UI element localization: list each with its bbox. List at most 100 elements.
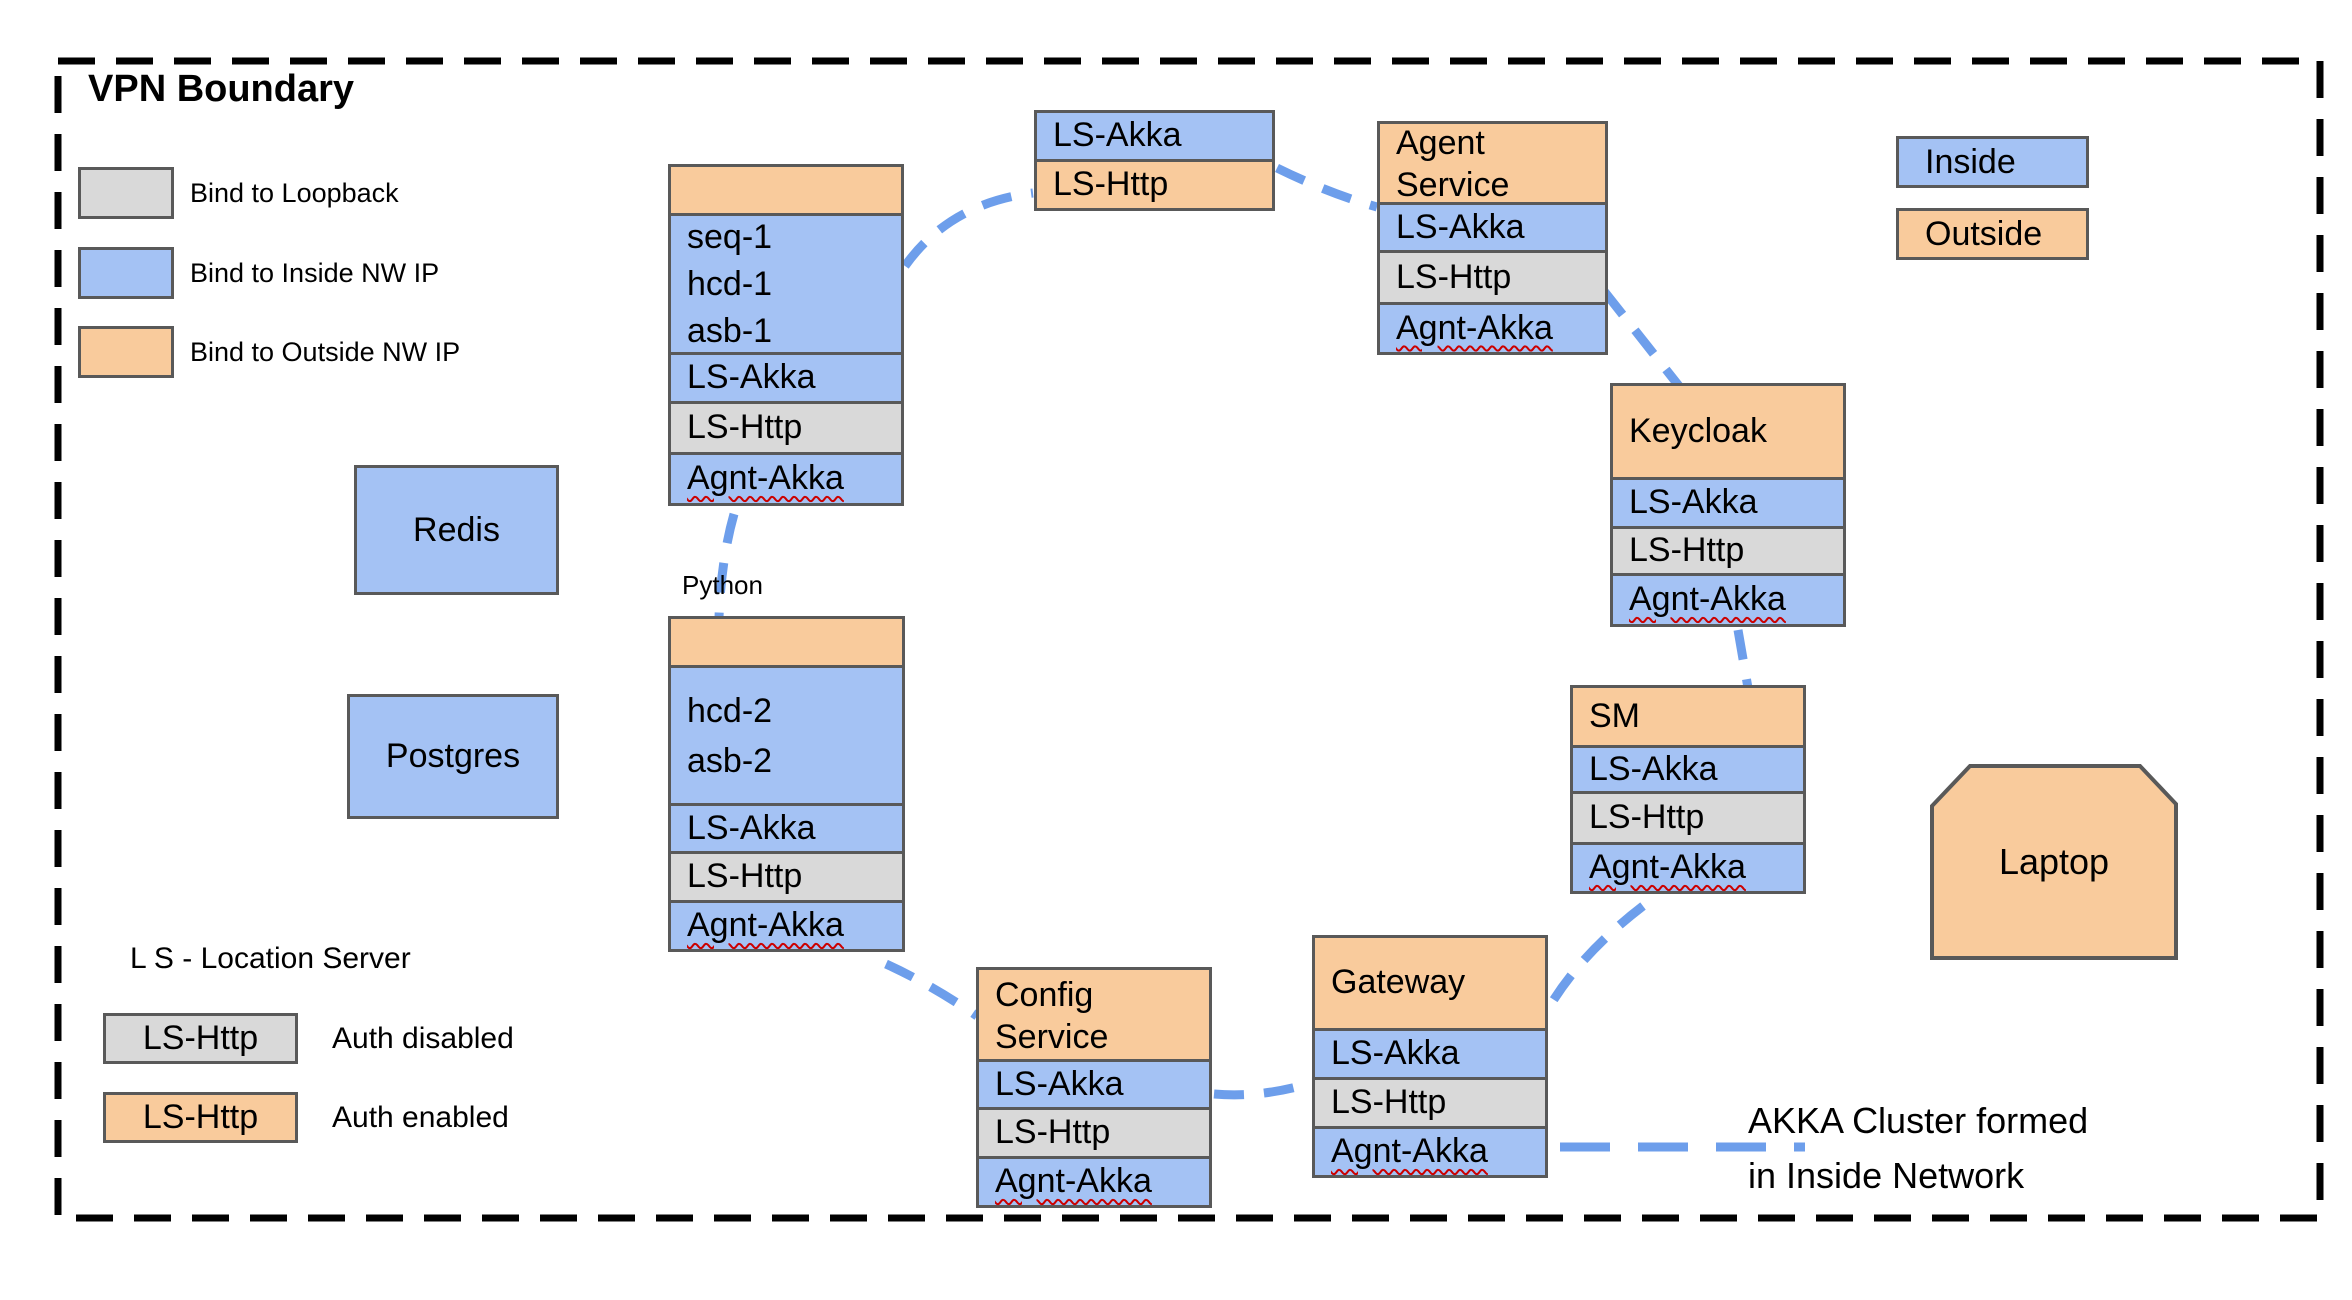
process-label: seq-1 xyxy=(687,217,773,256)
node-config-service-header: Config Service xyxy=(976,967,1212,1062)
agent-row-agnt-akka: Agnt-Akka xyxy=(1377,302,1608,355)
pair-row-ls-akka: LS-Akka xyxy=(1034,110,1275,162)
legend-loopback-swatch xyxy=(78,167,174,219)
connector-node2-config xyxy=(884,959,980,1020)
diagram-title: VPN Boundary xyxy=(88,68,355,110)
keycloak-row-ls-http: LS-Http xyxy=(1610,526,1846,576)
process-label: asb-2 xyxy=(687,741,773,780)
node-title: Service xyxy=(1396,166,1510,204)
node-config-service-stack: Config Service LS-Akka LS-Http Agnt-Akka xyxy=(976,967,1212,1208)
row-label: LS-Akka xyxy=(1629,483,1758,522)
legend-outside-label: Bind to Outside NW IP xyxy=(190,336,461,367)
row-label: LS-Akka xyxy=(1053,116,1182,155)
node-laptop-label: Laptop xyxy=(1999,841,2109,882)
node-redis: Redis xyxy=(354,465,559,595)
node-sm-stack: SM LS-Akka LS-Http Agnt-Akka xyxy=(1570,685,1806,894)
process-label: hcd-1 xyxy=(687,264,773,303)
node-sm-header: SM xyxy=(1570,685,1806,748)
row-label: Agnt-Akka xyxy=(995,1162,1152,1201)
legend-inside-label: Bind to Inside NW IP xyxy=(190,257,440,288)
row-label: Agnt-Akka xyxy=(1629,580,1786,619)
config-row-agnt-akka: Agnt-Akka xyxy=(976,1156,1212,1208)
node-python-body: hcd-2 asb-2 xyxy=(668,665,905,806)
row-label: LS-Http xyxy=(142,1098,259,1136)
gateway-row-agnt-akka: Agnt-Akka xyxy=(1312,1126,1548,1178)
node-title: Gateway xyxy=(1331,963,1466,1002)
gateway-row-ls-http: LS-Http xyxy=(1312,1077,1548,1129)
node-seq1-outside-header xyxy=(668,164,904,216)
agent-row-ls-http: LS-Http xyxy=(1377,250,1608,305)
node-redis-label: Redis xyxy=(413,510,500,549)
node-keycloak-header: Keycloak xyxy=(1610,383,1846,480)
config-row-ls-akka: LS-Akka xyxy=(976,1059,1212,1110)
connector-agent-keycloak xyxy=(1600,288,1683,389)
pair-row-ls-http: LS-Http xyxy=(1034,159,1275,211)
row-label: LS-Http xyxy=(1629,531,1745,570)
ls-legend-disabled-label: Auth disabled xyxy=(332,1021,514,1055)
node-gateway-header: Gateway xyxy=(1312,935,1548,1031)
node-agent-service-stack: Agent Service LS-Akka LS-Http Agnt-Akka xyxy=(1377,121,1608,355)
process-label: hcd-2 xyxy=(687,691,773,730)
node-seq1-body: seq-1 hcd-1 asb-1 xyxy=(668,213,904,355)
node-seq1-row-ls-akka: LS-Akka xyxy=(668,352,904,404)
node-python-row-agnt-akka: Agnt-Akka xyxy=(668,900,905,952)
process-label: asb-1 xyxy=(687,311,773,350)
ls-legend-disabled-box: LS-Http xyxy=(103,1013,298,1064)
node-ls-pair-stack: LS-Akka LS-Http xyxy=(1034,110,1275,211)
row-label: LS-Http xyxy=(687,408,803,447)
node-seq1-stack: seq-1 hcd-1 asb-1 LS-Akka LS-Http Agnt-A… xyxy=(668,164,904,506)
python-caption: Python xyxy=(682,570,763,600)
row-label: LS-Akka xyxy=(687,808,816,847)
sm-row-ls-akka: LS-Akka xyxy=(1570,745,1806,794)
row-label: Agnt-Akka xyxy=(687,906,844,945)
row-label: Agnt-Akka xyxy=(687,459,844,498)
row-label: LS-Http xyxy=(142,1019,259,1057)
connector-node1-node2 xyxy=(714,512,739,619)
node-seq1-row-ls-http: LS-Http xyxy=(668,401,904,455)
akka-cluster-note: AKKA Cluster formed in Inside Network xyxy=(1748,1093,2088,1203)
node-postgres-label: Postgres xyxy=(385,737,521,775)
sm-row-agnt-akka: Agnt-Akka xyxy=(1570,842,1806,894)
nw-legend-outside-label: Outside xyxy=(1925,214,2043,253)
node-title: Keycloak xyxy=(1629,411,1767,450)
row-label: LS-Http xyxy=(1053,165,1169,204)
keycloak-row-ls-akka: LS-Akka xyxy=(1610,477,1846,529)
row-label: LS-Akka xyxy=(687,358,816,397)
connector-pairbox-agent xyxy=(1275,163,1379,212)
row-label: LS-Http xyxy=(1396,257,1512,296)
legend-loopback-label: Bind to Loopback xyxy=(190,177,399,208)
nw-legend-inside-label: Inside xyxy=(1925,142,2016,181)
node-python-outside-header xyxy=(668,616,905,668)
node-laptop: Laptop xyxy=(1930,764,2178,960)
node-gateway-stack: Gateway LS-Akka LS-Http Agnt-Akka xyxy=(1312,935,1548,1178)
row-label: LS-Akka xyxy=(995,1064,1124,1103)
connector-config-gateway xyxy=(1213,1078,1313,1100)
connector-keycloak-sm xyxy=(1733,629,1753,689)
row-label: LS-Akka xyxy=(1396,207,1525,246)
row-label: LS-Akka xyxy=(1331,1034,1460,1073)
node-title: Service xyxy=(995,1017,1109,1056)
node-python-stack: hcd-2 asb-2 LS-Akka LS-Http Agnt-Akka xyxy=(668,616,905,952)
ls-legend-title: L S - Location Server xyxy=(130,942,411,975)
row-label: LS-Http xyxy=(1331,1083,1447,1122)
row-label: LS-Http xyxy=(995,1113,1111,1152)
sm-row-ls-http: LS-Http xyxy=(1570,791,1806,845)
agent-row-ls-akka: LS-Akka xyxy=(1377,202,1608,253)
node-title: Agent xyxy=(1396,124,1485,162)
node-python-row-ls-http: LS-Http xyxy=(668,851,905,903)
akka-cluster-note-line2: in Inside Network xyxy=(1748,1155,2025,1196)
row-label: LS-Http xyxy=(1589,798,1705,837)
node-agent-service-header: Agent Service xyxy=(1377,121,1608,205)
nw-legend-outside-box: Outside xyxy=(1896,208,2089,260)
keycloak-row-agnt-akka: Agnt-Akka xyxy=(1610,573,1846,627)
legend-inside-swatch xyxy=(78,247,174,299)
node-python-row-ls-akka: LS-Akka xyxy=(668,803,905,854)
akka-cluster-note-line1: AKKA Cluster formed xyxy=(1748,1100,2089,1141)
gateway-row-ls-akka: LS-Akka xyxy=(1312,1028,1548,1080)
node-title: SM xyxy=(1589,696,1640,735)
row-label: Agnt-Akka xyxy=(1331,1132,1488,1171)
row-label: LS-Http xyxy=(687,857,803,896)
node-postgres: Postgres xyxy=(347,694,559,819)
node-seq1-row-agnt-akka: Agnt-Akka xyxy=(668,452,904,506)
